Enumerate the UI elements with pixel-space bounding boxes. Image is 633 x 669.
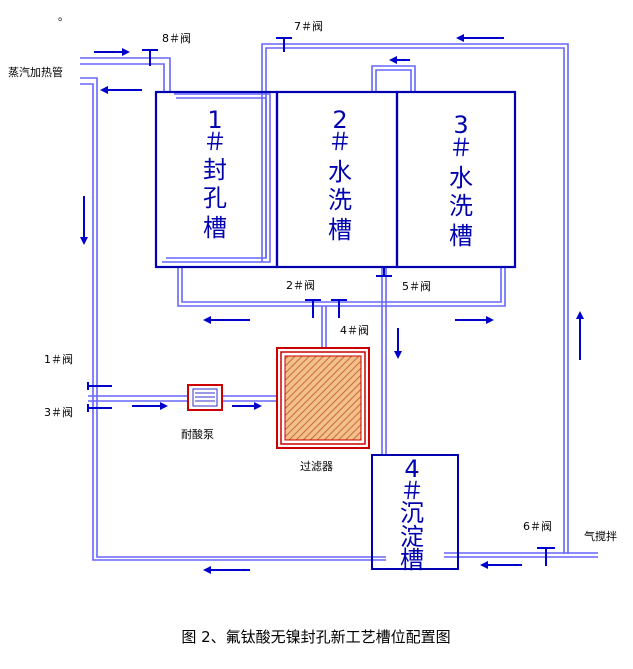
svg-text:槽: 槽 <box>449 222 473 250</box>
valve-1-icon <box>87 382 112 390</box>
tank-4 <box>371 454 459 570</box>
arrow-left-icon <box>389 56 410 64</box>
valve-5-label: 5＃阀 <box>402 279 431 293</box>
svg-text:槽: 槽 <box>400 546 424 574</box>
air-stir-label: 气搅拌 <box>584 529 617 543</box>
valve-6-icon <box>537 547 555 566</box>
svg-text:槽: 槽 <box>328 216 352 244</box>
overflow-pipe <box>371 65 416 92</box>
arrow-down-icon <box>394 328 402 359</box>
filter <box>276 347 370 449</box>
svg-text:封: 封 <box>203 156 227 184</box>
steam-pipe-coil <box>162 93 271 263</box>
svg-text:洗: 洗 <box>449 192 473 220</box>
acid-pump <box>187 384 223 411</box>
figure-caption: 图 2、氟钛酸无镍封孔新工艺槽位配置图 <box>181 628 450 646</box>
svg-text:沉: 沉 <box>400 499 424 527</box>
filter-label: 过滤器 <box>300 460 333 473</box>
arrow-right-icon <box>455 316 494 324</box>
arrow-left-icon <box>203 316 250 324</box>
valve-7-icon <box>276 37 292 52</box>
arrow-up-icon <box>576 311 584 360</box>
tank-3-label: 3 ＃ 水 洗 槽 <box>449 111 473 250</box>
valve-7-label: 7＃阀 <box>294 19 323 33</box>
pipes <box>80 43 598 561</box>
arrow-right-icon <box>94 48 130 56</box>
valve-3-icon <box>87 404 112 412</box>
tank-2-label: 2 ＃ 水 洗 槽 <box>328 106 352 244</box>
acid-pump-label: 耐酸泵 <box>181 427 214 441</box>
steam-pipe-label: 蒸汽加热管 <box>8 65 63 79</box>
svg-text:洗: 洗 <box>328 186 352 214</box>
valve-2-icon <box>305 299 321 318</box>
bottom-drain-pipe <box>177 266 506 307</box>
valve-1-label: 1＃阀 <box>44 352 73 366</box>
svg-text:槽: 槽 <box>203 214 227 242</box>
valve-5-icon <box>376 268 392 277</box>
svg-text:孔: 孔 <box>203 184 227 212</box>
arrow-right-icon <box>232 402 262 410</box>
svg-text:淀: 淀 <box>400 523 424 551</box>
arrow-left-icon <box>203 566 250 574</box>
valve-8-icon <box>142 49 158 66</box>
svg-text:2: 2 <box>332 106 347 134</box>
arrow-left-icon <box>456 34 504 42</box>
valve-8-label: 8＃阀 <box>162 31 191 45</box>
top-dot: 。 <box>58 10 69 23</box>
valve-4-label: 4＃阀 <box>340 323 369 337</box>
svg-text:水: 水 <box>449 164 473 192</box>
valves <box>87 37 555 566</box>
tank-4-label: 4 ＃ 沉 淀 槽 <box>400 455 424 574</box>
arrow-down-icon <box>80 196 88 245</box>
svg-text:＃: ＃ <box>328 128 352 156</box>
arrow-left-icon <box>100 86 142 94</box>
valve-3-label: 3＃阀 <box>44 405 73 419</box>
steam-pipe-in <box>80 57 171 92</box>
left-return-pipe <box>80 77 386 558</box>
flow-arrows <box>80 34 584 574</box>
svg-text:3: 3 <box>453 111 468 139</box>
svg-text:1: 1 <box>207 106 222 134</box>
svg-text:＃: ＃ <box>449 134 473 162</box>
arrow-right-icon <box>132 402 168 410</box>
valve-6-label: 6＃阀 <box>523 519 552 533</box>
svg-text:水: 水 <box>328 158 352 186</box>
arrow-left-icon <box>480 561 522 569</box>
valve-4-icon <box>331 299 347 318</box>
valve-2-label: 2＃阀 <box>286 278 315 292</box>
top-recirc-pipe <box>261 43 569 554</box>
svg-text:＃: ＃ <box>203 128 227 156</box>
svg-text:4: 4 <box>404 455 419 483</box>
svg-text:＃: ＃ <box>400 477 424 505</box>
tank-3 <box>395 90 517 269</box>
tank-1-label: 1 ＃ 封 孔 槽 <box>203 106 227 242</box>
